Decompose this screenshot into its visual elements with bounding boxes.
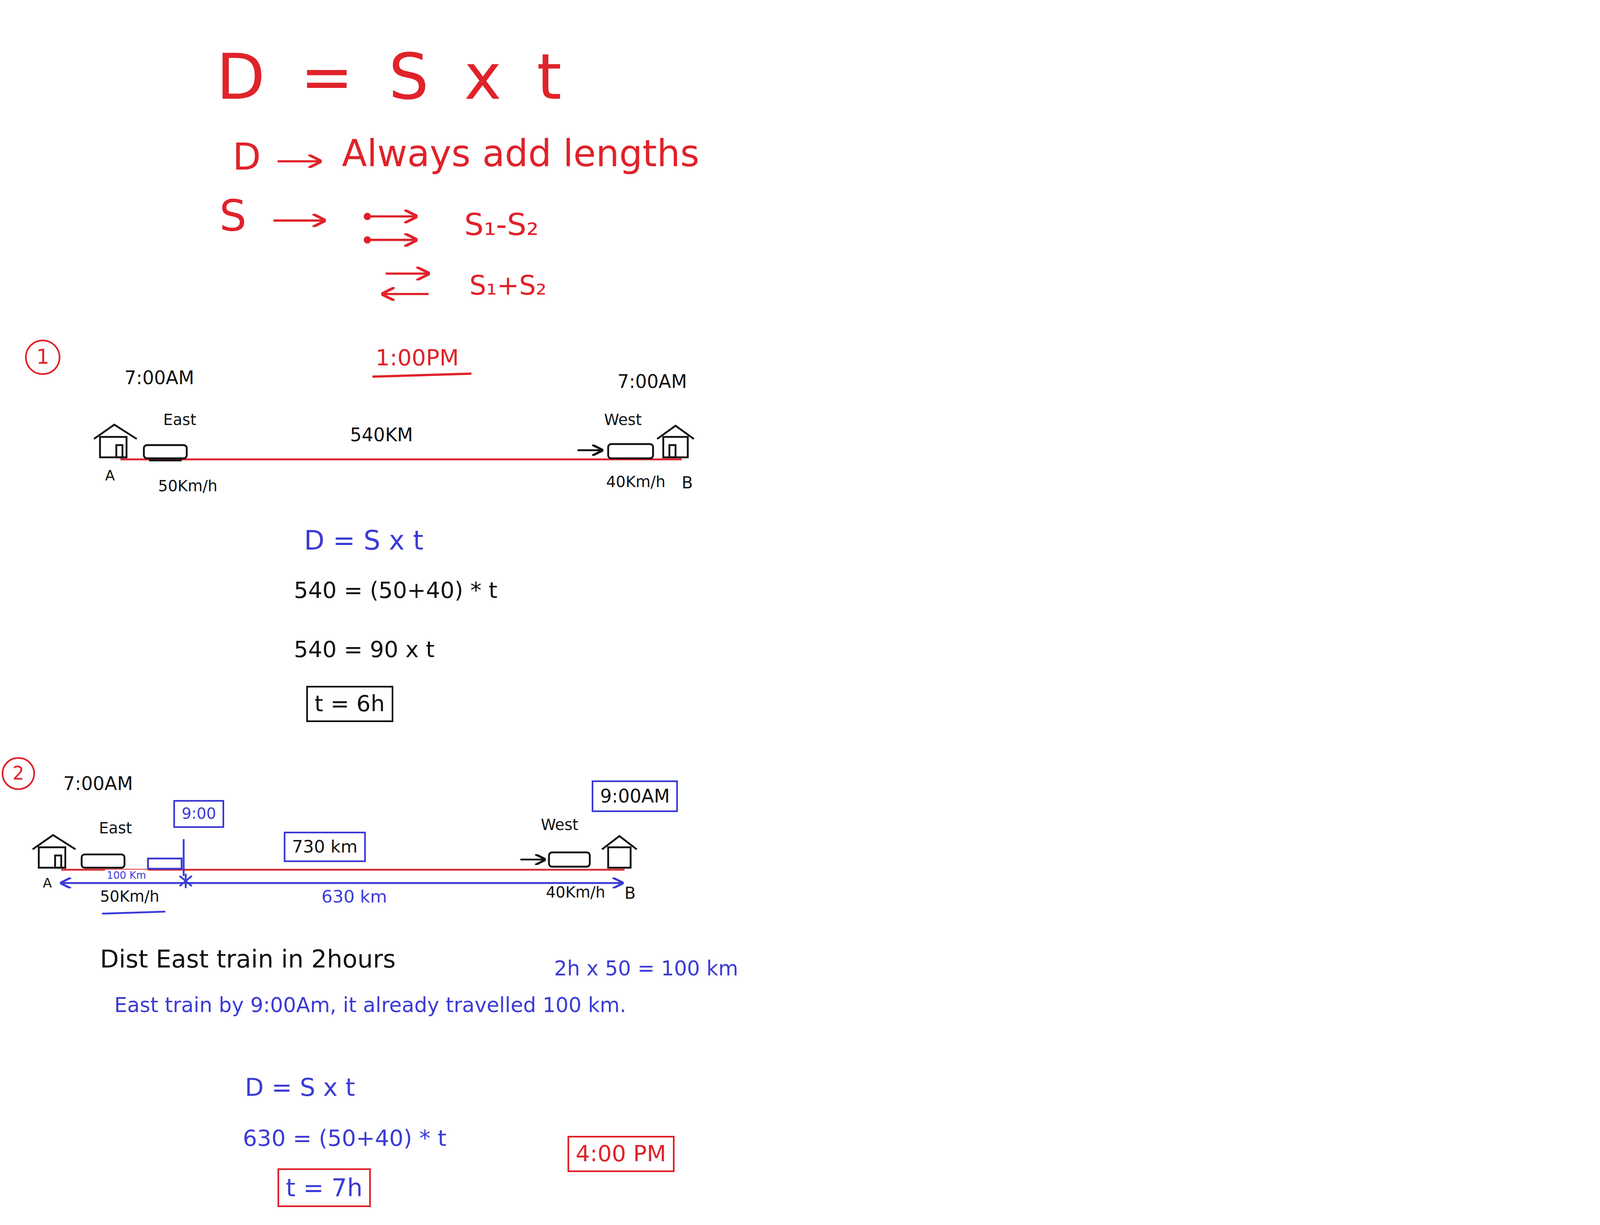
callout-number: 2 — [12, 762, 25, 785]
callout-number: 1 — [36, 345, 50, 369]
box-text: 4:00 PM — [575, 1140, 667, 1167]
note-text: 630 = (50+40) * t — [242, 1125, 447, 1152]
box-text: t = 6h — [314, 690, 385, 717]
box-text: 9:00AM — [600, 785, 670, 808]
note-text: S₁-S₂ — [464, 207, 539, 243]
box-text: t = 7h — [285, 1173, 363, 1203]
answer-box: 9:00 — [173, 800, 225, 828]
answer-box: t = 6h — [306, 685, 394, 723]
note-text: Dist East train in 2hours — [100, 945, 396, 974]
note-text: D — [232, 135, 261, 178]
note-text: 7:00AM — [63, 773, 133, 795]
answer-box: 4:00 PM — [567, 1135, 675, 1173]
callout-circle: 2 — [1, 757, 35, 790]
note-text: 50Km/h — [100, 887, 160, 906]
note-text: West — [540, 816, 579, 834]
note-text: D = S x t — [216, 40, 570, 114]
note-text: 40Km/h — [545, 883, 605, 902]
note-text: West — [604, 411, 642, 429]
note-text: East train by 9:00Am, it already travell… — [114, 993, 671, 1018]
note-text: A — [105, 467, 115, 484]
section-one-track — [93, 424, 694, 461]
answer-box: 730 km — [283, 831, 366, 863]
note-text: East — [99, 819, 133, 838]
formula-arrows — [273, 161, 472, 377]
note-text: D = S x t — [304, 525, 424, 556]
note-text: 540 = 90 x t — [293, 636, 435, 663]
note-text: B — [681, 473, 693, 493]
box-text: 730 km — [292, 836, 358, 857]
answer-box: t = 7h — [277, 1168, 371, 1208]
note-text: 7:00AM — [124, 367, 195, 389]
note-text: 630 km — [321, 886, 387, 907]
note-text: 40Km/h — [606, 473, 666, 491]
section-two-track — [32, 835, 637, 914]
note-text: A — [42, 875, 53, 891]
note-text: S₁+S₂ — [469, 270, 547, 301]
note-text: 1:00PM — [375, 345, 459, 371]
note-text: 2h x 50 = 100 km — [554, 957, 739, 981]
note-text: B — [624, 883, 636, 903]
note-text: East — [163, 411, 197, 429]
box-text: 9:00 — [181, 805, 216, 823]
note-text: D = S x t — [245, 1073, 355, 1102]
note-text: S — [219, 191, 247, 241]
note-text: 540KM — [350, 424, 413, 446]
note-text: 540 = (50+40) * t — [293, 577, 498, 604]
note-text: 50Km/h — [158, 477, 218, 495]
answer-box: 9:00AM — [591, 780, 678, 813]
callout-circle: 1 — [25, 339, 61, 375]
note-text: Always add lengths — [341, 132, 700, 175]
note-text: 7:00AM — [617, 371, 688, 393]
note-text: 100 Km — [105, 869, 148, 882]
